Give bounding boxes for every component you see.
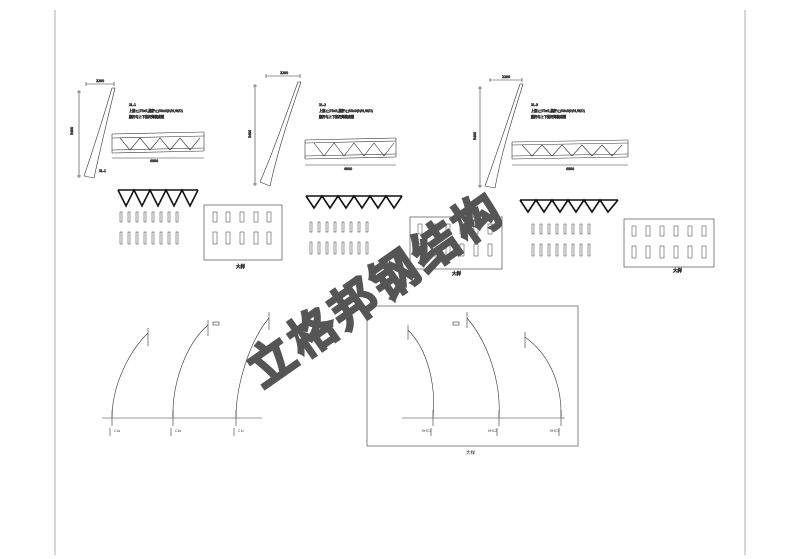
arch-right-2-label: HHC2 (488, 429, 497, 433)
panel-1-top-dim: 2200 (96, 79, 104, 83)
panel-2-elevation (253, 74, 302, 187)
panel-2-top-dim: 2200 (280, 71, 288, 75)
arch-box-frame (366, 305, 579, 447)
panel-1-section-mark: XL-1 (99, 169, 106, 173)
panel-3-note-1: 上弦:□75x5,腹杆:□50x3(H/H,W/D) (531, 108, 585, 113)
arch-right-1-label: HHC1 (422, 429, 431, 433)
panel-3-bold-truss (519, 198, 619, 214)
panel-3-detail-parts (631, 225, 707, 259)
panel-2-note-1: 上弦:□75x5,腹杆:□50x3(H/H,W/D) (319, 108, 373, 113)
panel-3-detail-box (623, 218, 715, 268)
arch-left-3-label: C1c (238, 429, 244, 433)
arch-left-2: C1b (170, 320, 220, 436)
panel-2-truss (304, 137, 397, 166)
panel-1-elevation (77, 82, 116, 179)
panel-2-detail-parts (417, 223, 493, 257)
arch-left-2-label: C1b (175, 429, 181, 433)
panel-1-note-1: 上弦:□75x5,腹杆:□50x3(H/H,W/D) (129, 108, 183, 113)
panel-1-detail-label: 大样 (236, 263, 245, 270)
panel-3-span-dim: 4000 (566, 167, 574, 171)
panel-3-parts (531, 223, 591, 257)
panel-2-parts (309, 221, 369, 255)
panel-1-detail-parts (212, 211, 272, 245)
panel-2-span-dim: 4000 (344, 167, 352, 171)
arch-box-label: 大样 (466, 449, 475, 456)
drawing-border (54, 10, 746, 555)
panel-1-detail-box (203, 204, 283, 261)
arch-left-3: C1c (233, 312, 270, 436)
panel-1-truss (111, 131, 205, 159)
panel-1-note-2: 腹杆与上下弦杆焊接成型 (129, 114, 165, 119)
panel-1-title: XL-1 (129, 103, 136, 107)
panel-1-bold-truss (117, 188, 199, 208)
panel-2: 2200 5400 XL-2 上弦:□75x5,腹杆:□50x3(H/H,W/D… (248, 71, 503, 277)
panel-3-height-dim: 5400 (473, 132, 477, 140)
panel-2-bold-truss (305, 194, 403, 210)
panel-2-detail-box (409, 216, 503, 270)
arch-right-3-label: HHC3 (550, 429, 559, 433)
panel-2-note-2: 腹杆与上下弦杆焊接成型 (319, 114, 355, 119)
arch-left-1-label: C1a (114, 429, 120, 433)
panel-2-height-dim: 5400 (248, 130, 252, 138)
panel-1: 2200 5400 XL-1 XL-1 上弦:□75x5,腹杆:□50x3(H/… (70, 79, 283, 270)
panel-3: 2200 5400 XL-3 上弦:□75x5,腹杆:□50x3(H/H,W/D… (473, 75, 715, 274)
arch-right-2: HHC2 (452, 312, 500, 436)
panel-2-detail-label: 大样 (452, 270, 461, 277)
arch-right-3: HHC3 (524, 332, 562, 436)
arch-row-left: C1a C1b C1c (102, 312, 270, 436)
panel-3-note-2: 腹杆与上下弦杆焊接成型 (531, 114, 567, 119)
panel-1-parts (119, 211, 179, 245)
arch-left-1: C1a (109, 328, 149, 436)
panel-1-span-dim: 4000 (150, 159, 158, 163)
panel-3-detail-label: 大样 (673, 267, 682, 274)
panel-1-height-dim: 5400 (70, 127, 74, 135)
arch-right-1: HHC1 (407, 325, 434, 436)
panel-3-elevation (478, 78, 524, 189)
arch-box-right: HHC1 HHC2 HHC3 大样 (366, 305, 579, 456)
watermark-text: 立格邦钢结构 (237, 181, 514, 397)
panel-3-title: XL-3 (531, 103, 538, 107)
panel-2-title: XL-2 (319, 103, 326, 107)
panel-3-truss (511, 139, 629, 166)
panel-3-top-dim: 2200 (502, 75, 510, 79)
